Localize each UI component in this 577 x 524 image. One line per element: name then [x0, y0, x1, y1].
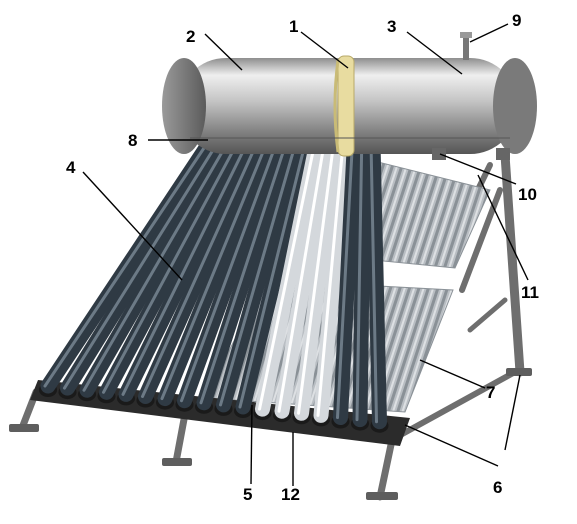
stand-feet — [9, 368, 532, 500]
label-9: 9 — [512, 11, 521, 30]
vacuum-tube-highlight — [219, 145, 296, 407]
vacuum-tube-highlight — [121, 142, 248, 396]
vacuum-tube-dark — [365, 144, 387, 430]
tank-fittings — [432, 32, 510, 160]
vacuum-tube-highlight — [82, 141, 229, 392]
label-4: 4 — [66, 158, 76, 177]
label-8: 8 — [128, 131, 137, 150]
label-6: 6 — [493, 478, 502, 497]
vacuum-tube-light — [294, 142, 343, 421]
label-10: 10 — [518, 185, 537, 204]
vacuum-tube-dark — [177, 138, 285, 409]
vacuum-tube-highlight — [199, 145, 287, 405]
vacuum-tube-highlight — [336, 149, 354, 419]
label-12: 12 — [281, 485, 300, 504]
vacuum-tube-highlight — [160, 144, 268, 401]
label-11: 11 — [521, 283, 539, 302]
vacuum-tube-highlight — [369, 150, 378, 424]
vacuum-tubes — [40, 134, 387, 430]
vacuum-tube-dark — [118, 136, 256, 402]
vacuum-tube-dark — [60, 135, 228, 396]
vacuum-tube-highlight — [258, 147, 316, 411]
vacuum-tube-highlight — [297, 148, 335, 415]
callout-labels: 1 2 3 4 5 6 7 8 9 10 11 12 — [66, 11, 539, 504]
vacuum-tube-dark — [138, 137, 266, 404]
label-7: 7 — [486, 383, 495, 402]
vacuum-tube-dark — [235, 140, 314, 415]
vacuum-tube-highlight — [277, 147, 325, 413]
vacuum-tube-dark — [79, 135, 237, 398]
vacuum-tube-light — [274, 141, 333, 419]
vacuum-tube-highlight — [316, 148, 344, 417]
vacuum-tube-dark — [196, 139, 295, 411]
water-tank — [162, 55, 537, 157]
label-5: 5 — [243, 485, 252, 504]
vacuum-tube-highlight — [63, 141, 220, 390]
vacuum-tube-dark — [333, 143, 362, 425]
vacuum-tube-highlight — [180, 144, 277, 403]
vacuum-tube-highlight — [43, 140, 210, 388]
vacuum-tube-light — [255, 141, 324, 417]
vacuum-tube-light — [313, 142, 352, 423]
label-2: 2 — [186, 27, 195, 46]
vacuum-tube-highlight — [141, 143, 258, 398]
vacuum-tube-dark — [157, 138, 276, 407]
label-1: 1 — [289, 17, 298, 36]
vacuum-tube-dark — [40, 134, 218, 394]
vacuum-tube-dark — [99, 136, 247, 400]
vacuum-tube-dark — [216, 139, 304, 413]
vacuum-tube-highlight — [355, 150, 364, 422]
label-3: 3 — [387, 17, 396, 36]
vacuum-tube-dark — [352, 144, 372, 428]
leader-lines — [82, 23, 529, 486]
vacuum-tube-highlight — [238, 146, 306, 409]
